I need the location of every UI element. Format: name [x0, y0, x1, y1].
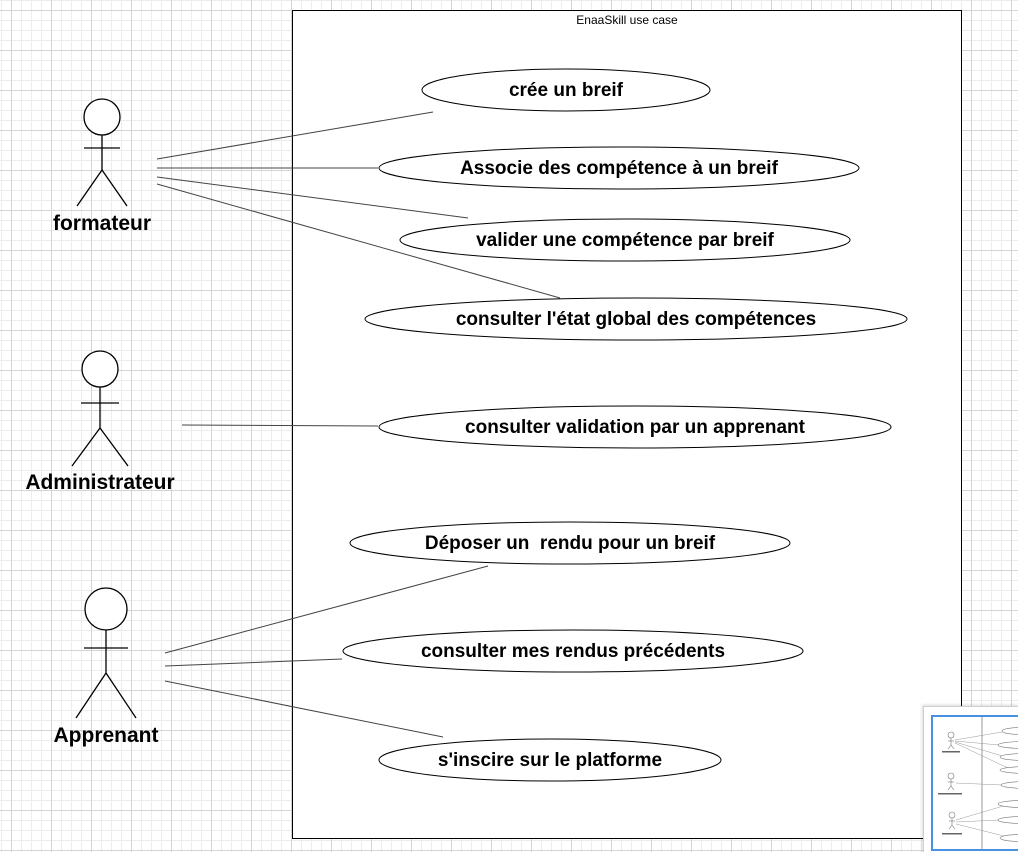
use-case-deposer-rendu[interactable]: Déposer un rendu pour un breif	[349, 521, 791, 565]
actor-left-leg	[76, 169, 103, 207]
use-case-label: Déposer un rendu pour un breif	[425, 533, 716, 554]
minimap-connectors	[954, 730, 1011, 838]
association-apprenant-uc7[interactable]	[164, 658, 343, 667]
minimap-actors	[947, 731, 956, 830]
minimap-use-cases	[997, 727, 1018, 842]
use-case-ellipse[interactable]	[364, 297, 908, 341]
use-case-label: s'inscire sur le platforme	[438, 750, 662, 771]
actor-administrateur[interactable]	[71, 350, 129, 467]
association-apprenant-uc8[interactable]	[164, 680, 444, 738]
use-case-valider-competence[interactable]: valider une compétence par breif	[399, 218, 851, 262]
use-case-inscrire-platforme[interactable]: s'inscire sur le platforme	[378, 738, 722, 782]
actor-right-leg	[99, 427, 129, 467]
minimap-labels	[938, 751, 962, 835]
use-case-ellipse[interactable]	[378, 146, 860, 190]
use-case-consulter-validation[interactable]: consulter validation par un apprenant	[378, 405, 892, 449]
association-formateur-uc4[interactable]	[156, 183, 561, 299]
use-case-ellipse[interactable]	[342, 629, 804, 673]
use-case-associe-competence[interactable]: Associe des compétence à un breif	[378, 146, 860, 190]
use-case-label: consulter l'état global des compétences	[456, 309, 816, 330]
actor-left-leg	[71, 427, 101, 467]
actor-label-administrateur: Administrateur	[25, 471, 174, 494]
use-case-label: valider une compétence par breif	[476, 230, 774, 251]
actor-apprenant[interactable]	[75, 587, 137, 719]
use-case-label: crée un breif	[509, 80, 624, 101]
use-case-ellipse[interactable]	[349, 521, 791, 565]
use-case-label: consulter validation par un apprenant	[465, 417, 806, 438]
use-case-ellipse[interactable]	[378, 405, 892, 449]
use-case-label: consulter mes rendus précédents	[421, 641, 725, 662]
use-case-ellipse[interactable]	[421, 68, 711, 112]
actor-label-apprenant: Apprenant	[54, 724, 159, 747]
minimap-thumbnail	[931, 715, 1018, 851]
actor-right-leg	[105, 672, 137, 719]
use-case-ellipse[interactable]	[378, 738, 722, 782]
actor-left-leg	[75, 672, 107, 719]
minimap-viewport[interactable]	[931, 715, 1018, 851]
system-title: EnaaSkill use case	[576, 13, 678, 27]
use-case-consulter-rendus[interactable]: consulter mes rendus précédents	[342, 629, 804, 673]
use-case-crée-un-breif[interactable]: crée un breif	[421, 68, 711, 112]
actor-head	[83, 98, 121, 136]
association-formateur-uc1[interactable]	[156, 111, 434, 160]
association-administrateur-uc5[interactable]	[181, 424, 379, 427]
actor-right-leg	[101, 169, 128, 207]
use-case-ellipse[interactable]	[399, 218, 851, 262]
actor-label-formateur: formateur	[53, 212, 151, 235]
use-case-consulter-etat-global[interactable]: consulter l'état global des compétences	[364, 297, 908, 341]
association-lines	[156, 111, 561, 738]
outline-minimap[interactable]	[923, 706, 1018, 852]
use-case-label: Associe des compétence à un breif	[460, 158, 779, 179]
actor-head	[81, 350, 119, 388]
actor-head	[84, 587, 128, 631]
actor-formateur[interactable]	[76, 98, 128, 207]
association-apprenant-uc6[interactable]	[164, 565, 489, 654]
association-formateur-uc3[interactable]	[156, 176, 469, 219]
